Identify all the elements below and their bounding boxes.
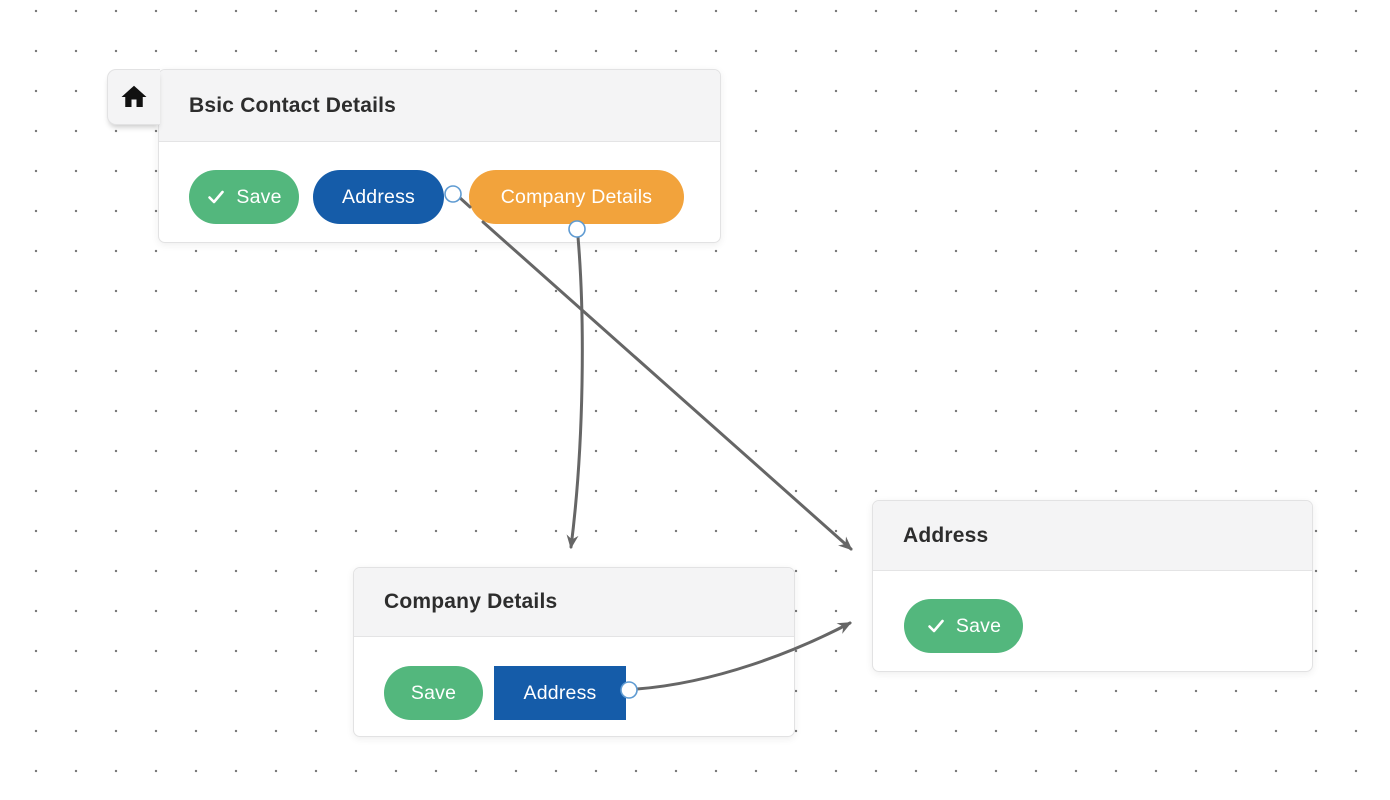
node-basic-contact-details[interactable]: Bsic Contact Details Save Address Compan… [158,69,721,243]
node-title: Company Details [384,590,558,613]
company-details-button[interactable]: Company Details [469,170,684,224]
node-title: Bsic Contact Details [189,93,397,117]
address-button[interactable]: Address [494,666,626,720]
address-button[interactable]: Address [313,170,444,224]
address-button-label: Address [342,185,415,208]
node-title: Address [903,523,989,547]
save-button[interactable]: Save [189,170,299,224]
node-header: Company Details [354,568,794,637]
save-button-label: Save [410,681,457,704]
save-button[interactable]: Save [904,599,1023,653]
address-button-label: Address [523,681,597,704]
node-address[interactable]: Address Save [872,500,1313,672]
company-details-button-label: Company Details [500,185,653,208]
home-icon [119,82,149,112]
checkmark-icon [926,616,946,636]
node-company-details[interactable]: Company Details Save Address [353,567,795,737]
checkmark-icon [206,187,226,207]
node-header: Bsic Contact Details [159,70,720,142]
save-button-label: Save [236,185,282,208]
save-button[interactable]: Save [384,666,483,720]
save-button-label: Save [955,614,1002,637]
home-tab[interactable] [107,69,160,125]
node-header: Address [873,501,1312,571]
